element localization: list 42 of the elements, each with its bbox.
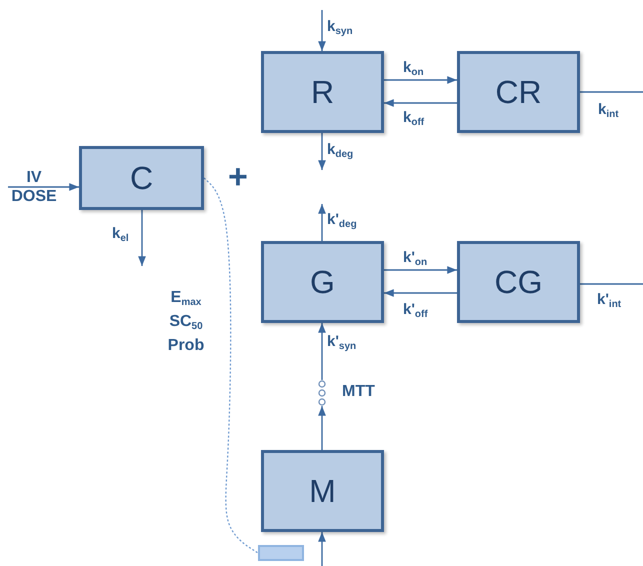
arrow: [384, 289, 457, 297]
arrow: [384, 266, 457, 274]
compartment-box: [79, 146, 204, 210]
edge-label: k'$_{off}$: [403, 300, 428, 322]
small-box: [258, 545, 304, 561]
arrow: [318, 204, 326, 241]
edge-label: k$_{deg}$: [327, 140, 354, 162]
arrow: [318, 10, 326, 51]
edge-label: IV DOSE: [10, 168, 58, 206]
arrow: [318, 532, 326, 566]
arrow: [318, 323, 326, 380]
compartment-box: [457, 51, 580, 133]
dotted-connector: [204, 178, 258, 554]
compartment-label: R: [310, 74, 334, 110]
compartment-label: CR: [495, 74, 542, 110]
transit-compartments-icon: [316, 380, 328, 406]
compartment-label: G: [310, 264, 335, 300]
compartment-box: [457, 241, 580, 323]
arrow: [384, 99, 457, 107]
compartment-label: C: [130, 160, 154, 196]
arrow: [318, 133, 326, 170]
edge-label: k'$_{int}$: [597, 290, 622, 312]
edge-label: k$_{syn}$: [327, 17, 353, 39]
compartment-box: [261, 51, 384, 133]
plus-sign: +: [228, 160, 248, 194]
edge-label: k$_{int}$: [598, 100, 619, 122]
arrow: [8, 183, 79, 191]
compartment-label: M: [309, 472, 336, 510]
edge-label: k$_{on}$: [403, 58, 424, 80]
arrow: [384, 76, 457, 84]
compartment-label: CG: [494, 264, 542, 300]
arrow: [138, 210, 146, 266]
compartment-box: [261, 450, 384, 532]
edge-label: k$_{off}$: [403, 108, 424, 130]
edge-label: k'$_{on}$: [403, 248, 428, 270]
edge-label: k'$_{deg}$: [327, 210, 357, 232]
edge-label: E$_{max}$ SC$_{50}$ Prob: [166, 288, 206, 355]
arrow: [318, 406, 326, 450]
edge-label: k'$_{syn}$: [327, 332, 356, 354]
edge-label: k$_{el}$: [112, 224, 129, 246]
compartment-box: [261, 241, 384, 323]
node-caption: MTT: [342, 383, 375, 401]
